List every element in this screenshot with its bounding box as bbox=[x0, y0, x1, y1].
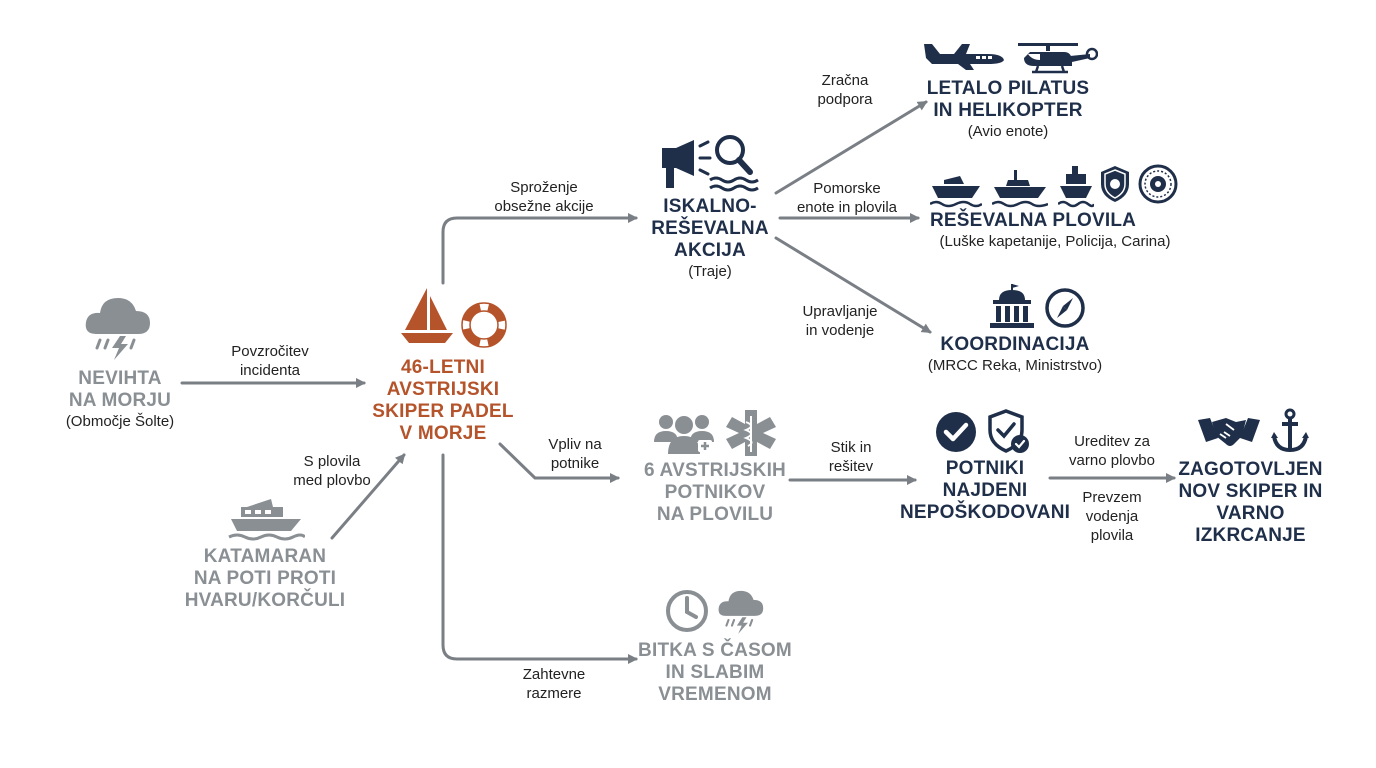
anchor-icon bbox=[1271, 408, 1309, 453]
edge-air-support bbox=[774, 100, 928, 195]
edge-label-management: Upravljanje in vodenje bbox=[802, 303, 878, 339]
edge-label-cause: Povzročitev incidenta bbox=[231, 343, 309, 379]
shield-check-icon bbox=[988, 409, 1029, 453]
edge-impact bbox=[498, 442, 620, 483]
search-title: ISKALNO- REŠEVALNA AKCIJA bbox=[651, 196, 769, 261]
clock-icon bbox=[666, 590, 708, 632]
lifebuoy-icon bbox=[461, 302, 507, 348]
edge-label-impact: Vpliv na potnike bbox=[548, 436, 602, 472]
sailboat-icon bbox=[401, 288, 453, 343]
newskipper-title: ZAGOTOVLJEN NOV SKIPER IN VARNO IZKRCANJ… bbox=[1178, 459, 1323, 546]
government-building-icon bbox=[990, 284, 1034, 328]
boat-icon bbox=[992, 170, 1048, 208]
passengers-title: 6 AVSTRIJSKIH POTNIKOV NA PLOVILU bbox=[644, 460, 786, 525]
edge-label-arrange: Ureditev za varno plovbo bbox=[1069, 433, 1155, 469]
compass-icon bbox=[1045, 288, 1085, 328]
edge-management bbox=[774, 236, 932, 334]
time-title: BITKA S ČASOM IN SLABIM VREMENOM bbox=[638, 640, 792, 705]
airplane-icon bbox=[924, 44, 1004, 70]
edge-label-air-support: Zračna podpora bbox=[817, 72, 873, 108]
storm-cloud-icon bbox=[85, 298, 150, 360]
found-title: POTNIKI NAJDENI NEPOŠKODOVANI bbox=[900, 458, 1071, 523]
edge-label-takeover: Prevzem vodenja plovila bbox=[1082, 489, 1142, 544]
storm-cloud-icon bbox=[718, 590, 764, 634]
edge-conditions bbox=[441, 453, 638, 664]
yacht-icon bbox=[228, 499, 305, 541]
police-badge-icon bbox=[1101, 166, 1129, 202]
coord-subtitle: (MRCC Reka, Ministrstvo) bbox=[927, 357, 1103, 374]
storm-title: NEVIHTA NA MORJU bbox=[68, 368, 172, 411]
boat-icon bbox=[930, 176, 982, 208]
customs-emblem-icon bbox=[1138, 164, 1178, 204]
edge-label-contact: Stik in rešitev bbox=[828, 439, 874, 475]
ship-icon bbox=[1058, 166, 1094, 208]
medical-icon bbox=[726, 410, 776, 456]
edge-label-maritime: Pomorske enote in plovila bbox=[796, 180, 898, 216]
handshake-icon bbox=[1198, 418, 1260, 446]
coord-title: KOORDINACIJA bbox=[940, 334, 1090, 355]
storm-subtitle: (Območje Šolte) bbox=[65, 413, 175, 430]
air-title: LETALO PILATUS IN HELIKOPTER bbox=[926, 78, 1090, 121]
search-waves-icon bbox=[709, 135, 759, 192]
skipper-title: 46-LETNI AVSTRIJSKI SKIPER PADEL V MORJE bbox=[372, 357, 514, 444]
air-subtitle: (Avio enote) bbox=[967, 123, 1049, 140]
edge-label-from-vessel: S plovila med plovbo bbox=[293, 453, 371, 489]
edge-label-trigger: Sproženje obsežne akcije bbox=[494, 179, 594, 215]
check-circle-icon bbox=[936, 412, 976, 452]
helicopter-icon bbox=[1018, 43, 1098, 74]
search-subtitle: (Traje) bbox=[688, 263, 732, 280]
group-icon bbox=[654, 415, 714, 454]
edge-trigger bbox=[441, 213, 638, 285]
vessels-subtitle: (Luške kapetanije, Policija, Carina) bbox=[939, 233, 1171, 250]
edge-label-conditions: Zahtevne razmere bbox=[522, 666, 586, 702]
edge-from-vessel bbox=[330, 453, 406, 540]
megaphone-icon bbox=[662, 140, 712, 188]
vessels-title: REŠEVALNA PLOVILA bbox=[930, 210, 1137, 231]
catamaran-title: KATAMARAN NA POTI PROTI HVARU/KORČULI bbox=[184, 546, 346, 611]
